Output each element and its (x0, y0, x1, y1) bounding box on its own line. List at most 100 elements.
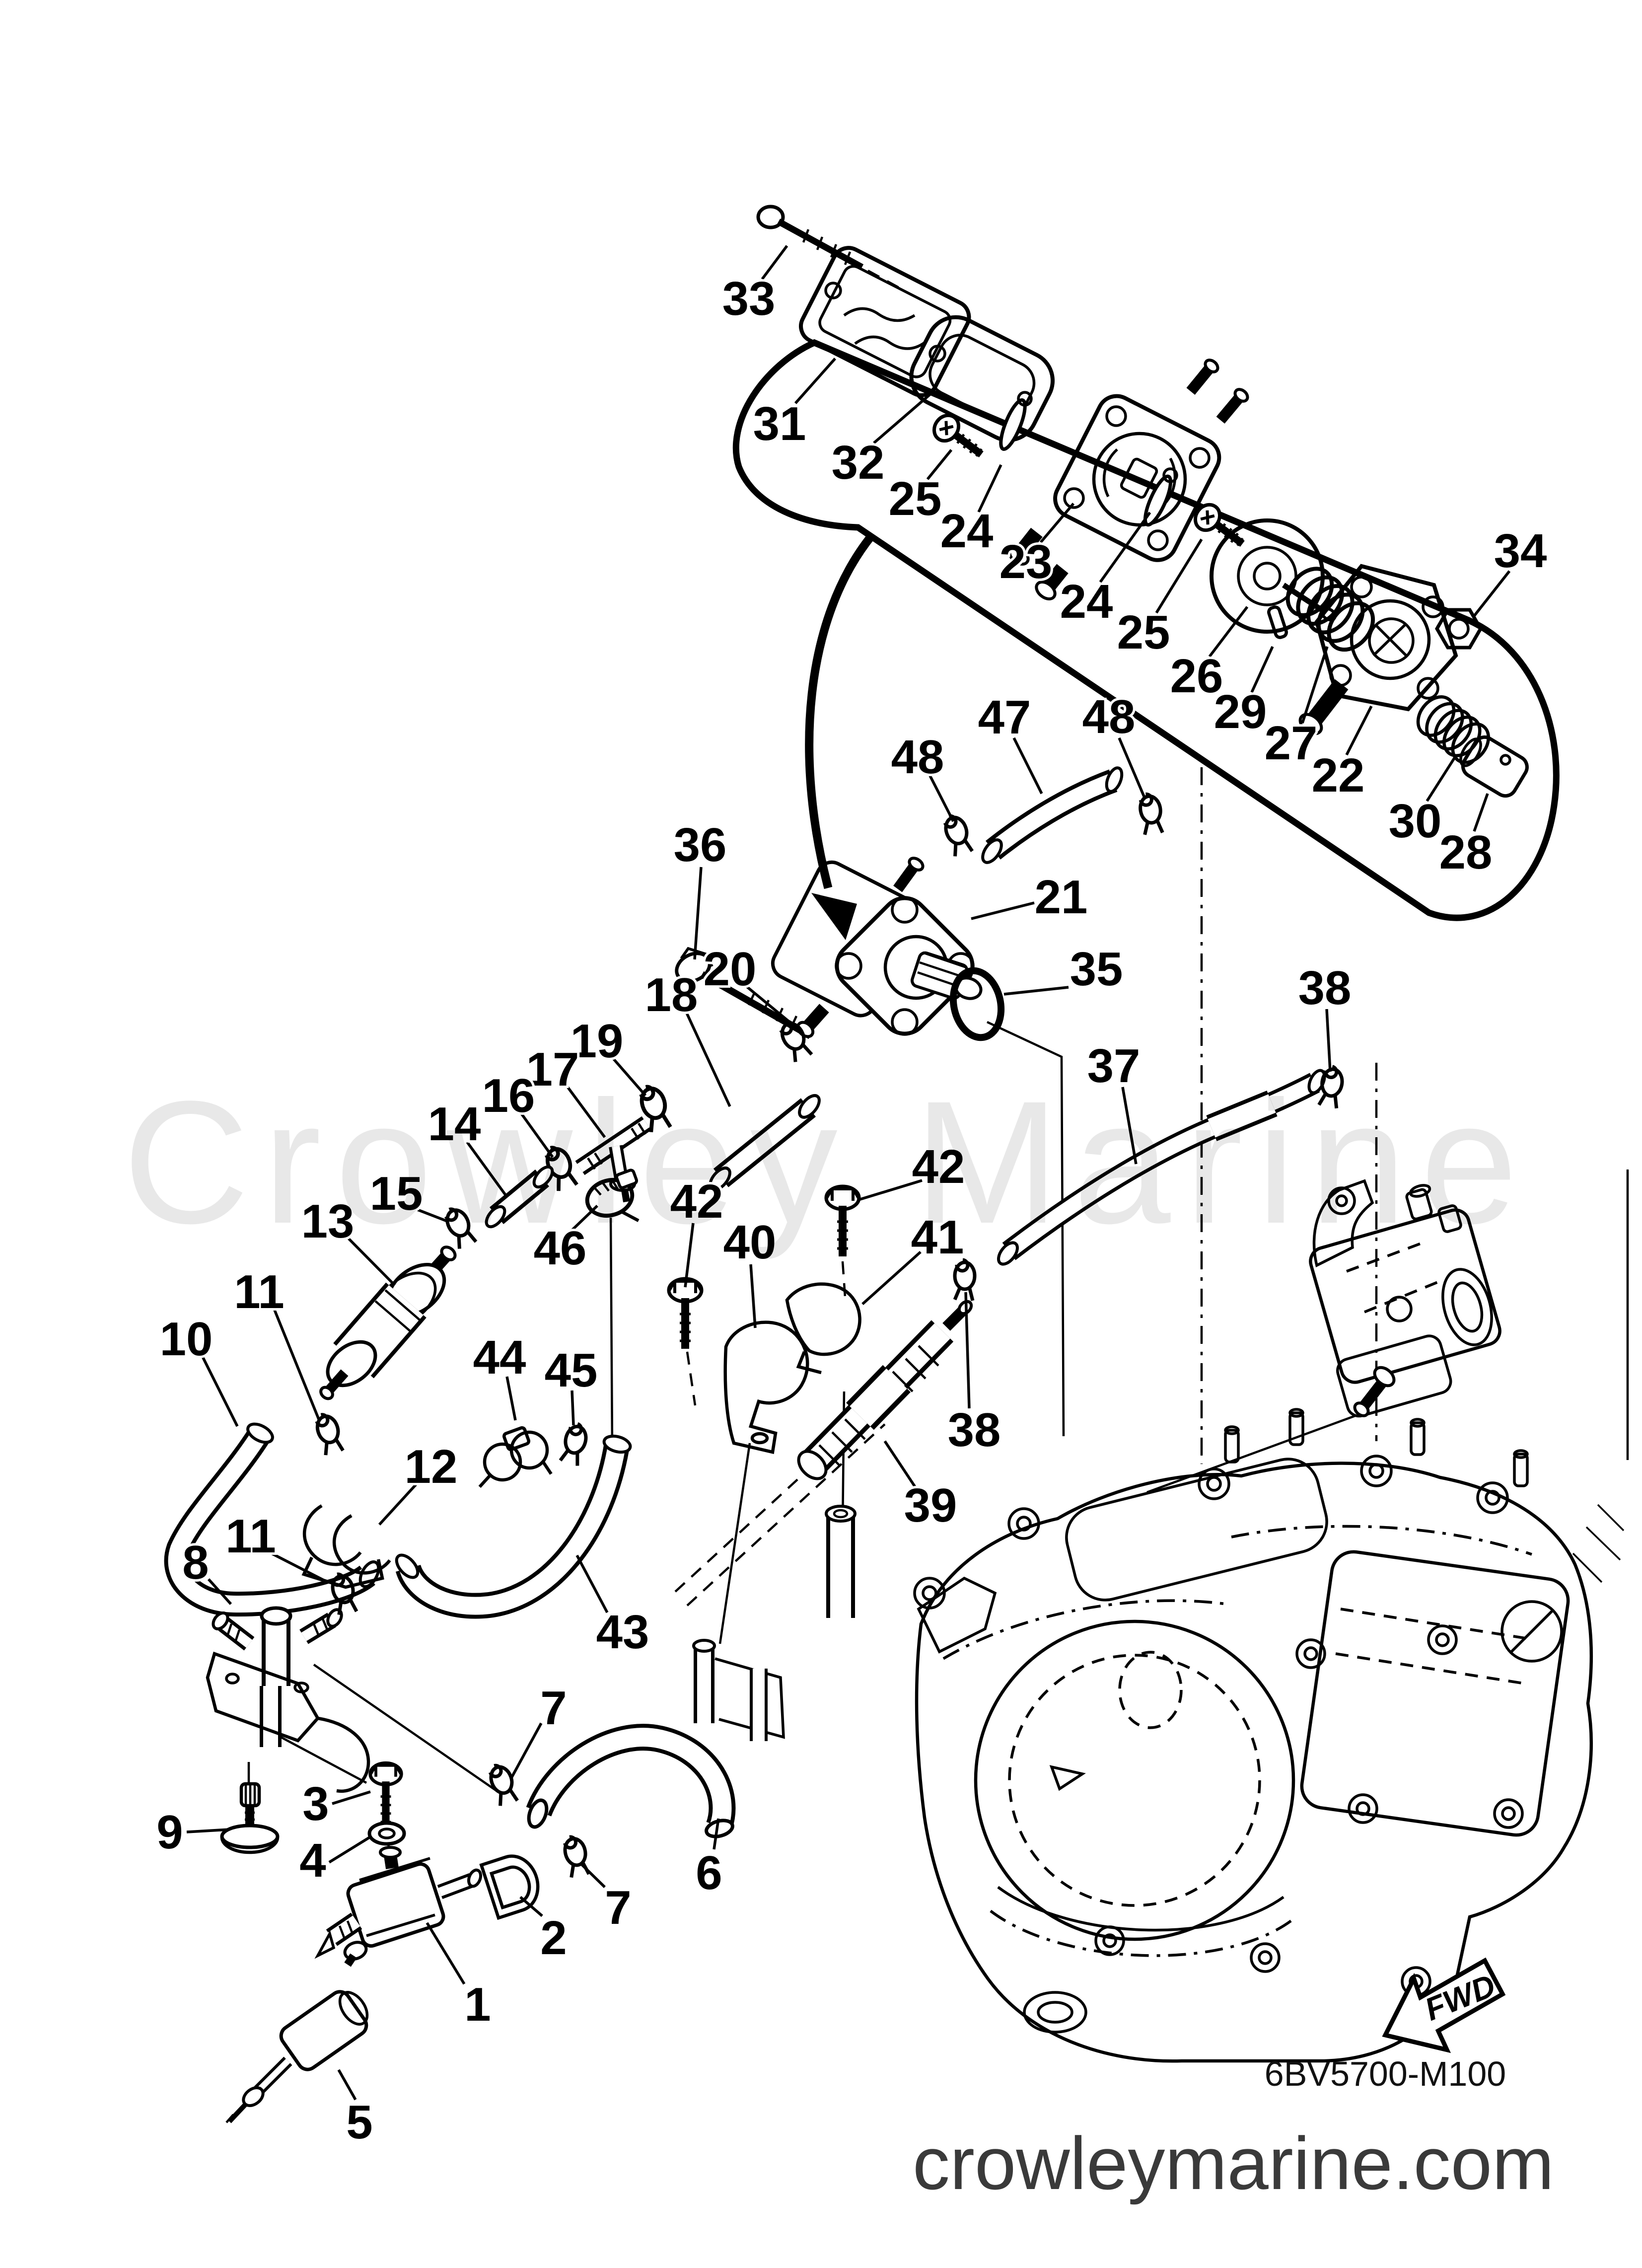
part-label-43[interactable]: 43 (594, 1603, 652, 1661)
retainer-2 (479, 1854, 540, 1920)
part-label-48[interactable]: 48 (889, 728, 947, 786)
part-label-7[interactable]: 7 (602, 1879, 634, 1937)
part-label-13[interactable]: 13 (299, 1192, 357, 1250)
witness-lines (247, 767, 1629, 1858)
part-label-34[interactable]: 34 (1492, 522, 1550, 580)
part-label-8[interactable]: 8 (180, 1534, 211, 1592)
leader-line-16 (519, 1112, 554, 1158)
hose-14 (485, 1165, 554, 1229)
part-label-24[interactable]: 24 (938, 502, 996, 560)
part-label-17[interactable]: 17 (524, 1040, 582, 1098)
part-label-15[interactable]: 15 (367, 1165, 426, 1223)
nut-34 (1434, 608, 1483, 650)
part-label-29[interactable]: 29 (1212, 683, 1270, 741)
part-label-42[interactable]: 42 (668, 1172, 726, 1231)
part-label-22[interactable]: 22 (1309, 746, 1367, 805)
fuel-joint-1 (314, 1846, 483, 1967)
screw-33 (756, 205, 901, 289)
part-label-30[interactable]: 30 (1386, 792, 1444, 850)
pin-24 (999, 391, 1033, 451)
part-label-20[interactable]: 20 (701, 940, 759, 998)
leader-line-37 (1121, 1087, 1138, 1165)
leader-line-24 (977, 464, 1002, 513)
part-label-37[interactable]: 37 (1085, 1037, 1143, 1095)
clip-45 (560, 1422, 589, 1466)
part-label-36[interactable]: 36 (671, 816, 729, 874)
gasket-32 (909, 315, 1055, 442)
part-label-11[interactable]: 11 (231, 1263, 286, 1321)
leader-line-14 (466, 1141, 507, 1196)
part-label-12[interactable]: 12 (402, 1438, 460, 1496)
clip-48 (1138, 792, 1165, 836)
part-label-5[interactable]: 5 (344, 2093, 375, 2151)
part-label-26[interactable]: 26 (1168, 647, 1226, 705)
leader-line-8 (207, 1578, 232, 1605)
part-label-41[interactable]: 41 (909, 1208, 967, 1266)
part-label-45[interactable]: 45 (542, 1341, 600, 1399)
fwd-arrow: FWD (1382, 1957, 1506, 2053)
hose-43 (395, 1434, 632, 1619)
leader-line-6 (713, 1818, 720, 1850)
part-label-14[interactable]: 14 (426, 1095, 484, 1153)
part-label-6[interactable]: 6 (693, 1844, 724, 1902)
leader-line-4 (328, 1836, 370, 1864)
leader-line-7 (510, 1722, 543, 1779)
part-label-19[interactable]: 19 (568, 1012, 626, 1070)
part-label-9[interactable]: 9 (154, 1803, 185, 1861)
part-label-46[interactable]: 46 (531, 1219, 589, 1277)
part-label-38[interactable]: 38 (945, 1401, 1003, 1459)
part-label-32[interactable]: 32 (829, 434, 887, 492)
part-label-39[interactable]: 39 (902, 1476, 960, 1535)
part-label-10[interactable]: 10 (157, 1310, 215, 1368)
pump-bracket-22 (1298, 564, 1458, 735)
part-label-23[interactable]: 23 (997, 533, 1055, 591)
part-label-16[interactable]: 16 (480, 1067, 538, 1125)
leader-line-1 (426, 1922, 466, 1985)
part-label-21[interactable]: 21 (1032, 868, 1090, 926)
part-label-18[interactable]: 18 (643, 966, 701, 1024)
part-label-25[interactable]: 25 (1115, 603, 1173, 661)
part-label-3[interactable]: 3 (300, 1775, 331, 1833)
part-label-11[interactable]: 11 (223, 1507, 278, 1565)
leader-line-27 (1301, 646, 1329, 724)
part-label-25[interactable]: 25 (886, 470, 944, 528)
worm-clamp-46 (585, 1169, 640, 1222)
part-label-48[interactable]: 48 (1080, 688, 1138, 746)
leader-line-48 (1118, 737, 1146, 799)
panel-outline (732, 339, 1560, 921)
leader-line-46 (571, 1205, 598, 1232)
leader-line-5 (337, 2069, 357, 2101)
part-label-42[interactable]: 42 (910, 1138, 968, 1196)
hose-37 (997, 1069, 1326, 1266)
hose-10 (164, 1422, 380, 1617)
part-label-47[interactable]: 47 (976, 688, 1034, 746)
hose-18 (709, 1094, 821, 1191)
clip-48 (941, 812, 974, 857)
part-label-2[interactable]: 2 (538, 1909, 569, 1967)
leader-line-29 (1250, 646, 1274, 693)
part-label-4[interactable]: 4 (297, 1831, 328, 1890)
fuel-filter-13 (319, 1245, 457, 1400)
part-label-28[interactable]: 28 (1437, 823, 1495, 881)
part-label-44[interactable]: 44 (471, 1328, 529, 1387)
cover-plate-31 (799, 246, 971, 397)
leader-line-38 (964, 1292, 971, 1409)
part-label-40[interactable]: 40 (721, 1213, 779, 1271)
fuel-pump-exploded-panel (732, 205, 1560, 940)
part-label-27[interactable]: 27 (1262, 714, 1320, 772)
diagram-code: 6BV5700-M100 (1265, 2054, 1506, 2093)
part-label-35[interactable]: 35 (1068, 940, 1126, 998)
part-label-24[interactable]: 24 (1058, 573, 1116, 631)
part-label-38[interactable]: 38 (1296, 959, 1354, 1017)
leader-line-21 (971, 901, 1035, 920)
site-link[interactable]: crowleymarine.com (913, 2122, 1554, 2205)
part-label-7[interactable]: 7 (538, 1679, 569, 1737)
part-label-33[interactable]: 33 (720, 270, 778, 328)
part-label-31[interactable]: 31 (751, 395, 809, 453)
part-label-1[interactable]: 1 (462, 1975, 493, 2034)
leader-line-24 (1099, 512, 1151, 583)
leader-line-48 (928, 775, 955, 822)
tee-valve-8 (206, 1606, 370, 1793)
leader-line-3 (332, 1790, 371, 1805)
